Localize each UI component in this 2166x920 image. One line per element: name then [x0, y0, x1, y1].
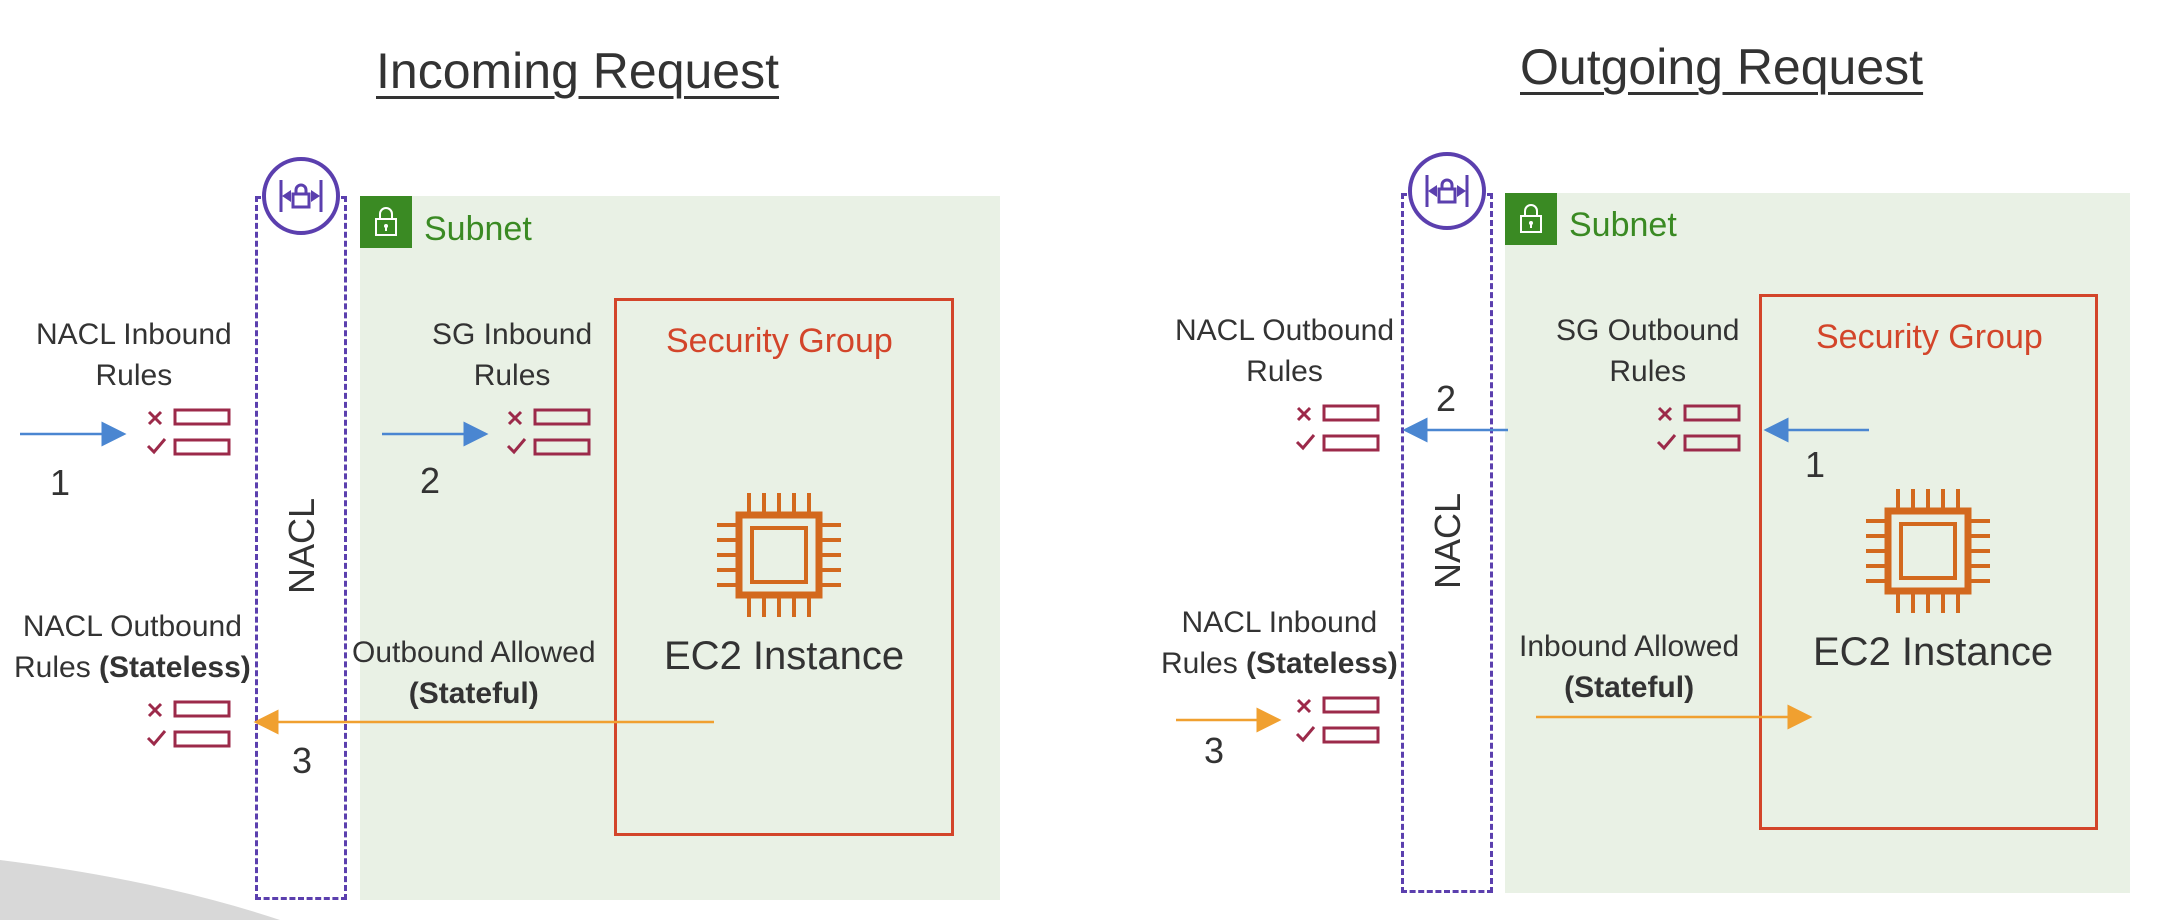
ec2-instance-label: EC2 Instance [664, 634, 905, 678]
rules-list-icon [505, 404, 593, 460]
label-line: Rules [1609, 355, 1687, 388]
decorative-curve [0, 860, 280, 920]
subnet-lock-icon [1505, 193, 1557, 245]
label-text: Rules [1161, 647, 1247, 680]
step-number: 1 [1805, 444, 1826, 485]
label-bold-text: (Stateful) [1564, 671, 1695, 704]
rules-list-icon [145, 696, 233, 752]
label-line: Rules (Stateless) [14, 647, 251, 688]
label-text: Rules [14, 651, 100, 684]
label-line: (Stateful) [1519, 667, 1739, 708]
label-line: NACL Inbound [1181, 606, 1378, 639]
security-group-box [614, 298, 954, 836]
nacl-outbound-rules-label: NACL Outbound Rules (Stateless) [14, 606, 251, 688]
outbound-allowed-label: Outbound Allowed (Stateful) [352, 632, 596, 714]
nacl-inbound-rules-label: NACL Inbound Rules (Stateless) [1161, 602, 1398, 684]
nacl-lock-icon [1407, 151, 1487, 231]
subnet-lock-icon [360, 196, 412, 248]
incoming-arrows [20, 421, 714, 735]
step-number: 3 [292, 740, 313, 781]
ec2-chip-icon [714, 490, 844, 620]
security-group-label: Security Group [1816, 318, 2043, 356]
step-number: 3 [1204, 730, 1225, 771]
rules-list-icon [1294, 400, 1382, 456]
label-line: Rules [1246, 355, 1323, 388]
label-bold-text: (Stateful) [408, 677, 539, 710]
subnet-area [1505, 193, 2130, 893]
label-line: SG Outbound [1556, 314, 1740, 347]
nacl-lock-icon [261, 156, 341, 236]
ec2-instance-label: EC2 Instance [1813, 630, 2054, 674]
outgoing-arrows [1176, 417, 1869, 733]
label-line: NACL Inbound [36, 318, 232, 351]
security-group-label: Security Group [666, 322, 893, 360]
label-line: SG Inbound [432, 318, 593, 351]
outgoing-title: Outgoing Request [1520, 39, 1924, 95]
sg-inbound-rules-label: SG Inbound Rules [432, 314, 592, 396]
outgoing-request-panel: Outgoing Request Subnet Security Group N… [1083, 0, 2166, 920]
label-line: Inbound Allowed [1519, 630, 1740, 663]
incoming-title: Incoming Request [376, 43, 780, 99]
step-number: 1 [50, 462, 71, 503]
inbound-allowed-label: Inbound Allowed (Stateful) [1519, 626, 1739, 708]
step-number: 2 [1436, 378, 1457, 419]
security-group-box [1759, 294, 2098, 830]
label-line: (Stateful) [352, 673, 596, 714]
rules-list-icon [1655, 400, 1743, 456]
rules-list-icon [145, 404, 233, 460]
sg-outbound-rules-label: SG Outbound Rules [1556, 310, 1739, 392]
nacl-outbound-rules-label: NACL Outbound Rules [1175, 310, 1394, 392]
subnet-label: Subnet [1569, 206, 1677, 244]
label-line: NACL Outbound [1175, 314, 1395, 347]
label-line: Rules [473, 359, 551, 392]
step-number: 2 [420, 460, 441, 501]
subnet-label: Subnet [424, 210, 532, 248]
subnet-area [360, 196, 1000, 900]
label-line: Rules (Stateless) [1161, 643, 1398, 684]
incoming-request-panel: Incoming Request Subnet Security Group N… [14, 43, 1000, 900]
label-bold-text: (Stateless) [99, 651, 251, 684]
rules-list-icon [1294, 692, 1382, 748]
ec2-chip-icon [1863, 486, 1993, 616]
label-line: NACL Outbound [22, 610, 242, 643]
nacl-inbound-rules-label: NACL Inbound Rules [36, 314, 232, 396]
label-line: Rules [95, 359, 173, 392]
label-bold-text: (Stateless) [1246, 647, 1398, 680]
label-line: Outbound Allowed [352, 636, 596, 669]
